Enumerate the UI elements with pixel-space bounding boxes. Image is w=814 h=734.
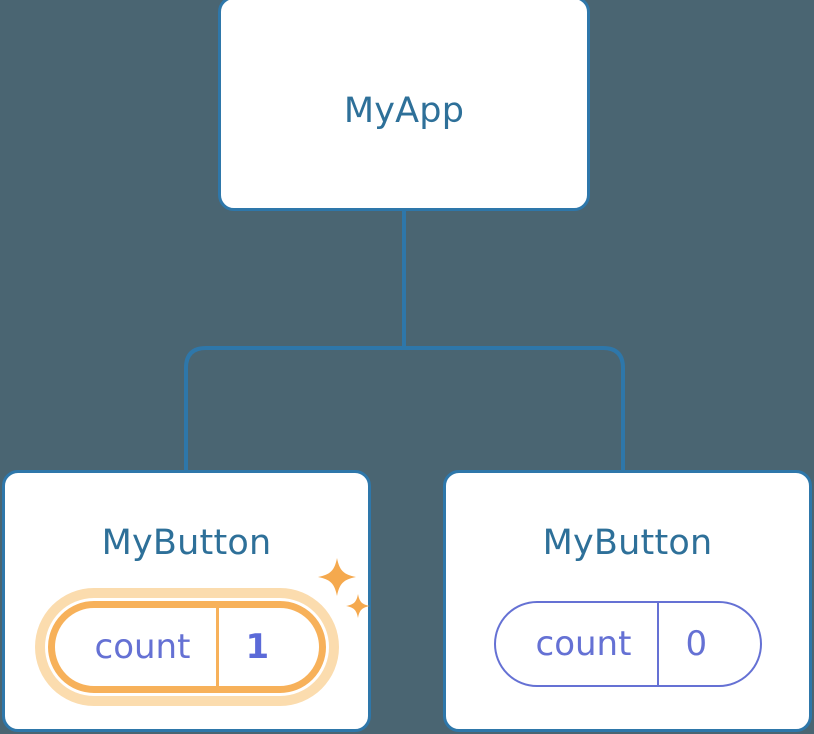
- state-pill-1[interactable]: count 0: [493, 601, 762, 687]
- state-key-0: count: [94, 627, 191, 667]
- state-pill-wrap-0: count 1: [5, 601, 368, 693]
- node-child-1[interactable]: MyButton count 0: [443, 470, 812, 732]
- state-pill-wrap-1: count 0: [446, 601, 809, 687]
- node-root-label: MyApp: [343, 91, 465, 131]
- node-child-0-label: MyButton: [101, 523, 272, 563]
- state-key-1: count: [535, 624, 632, 664]
- state-value-1: 0: [657, 603, 745, 685]
- connector-branch-right: [404, 346, 625, 470]
- state-value-0: 1: [216, 608, 307, 686]
- connector-branch-left: [184, 346, 404, 470]
- state-pill-0[interactable]: count 1: [47, 601, 326, 693]
- node-child-1-label: MyButton: [542, 523, 713, 563]
- node-child-0[interactable]: MyButton count 1: [2, 470, 371, 732]
- node-root[interactable]: MyApp: [218, 0, 590, 211]
